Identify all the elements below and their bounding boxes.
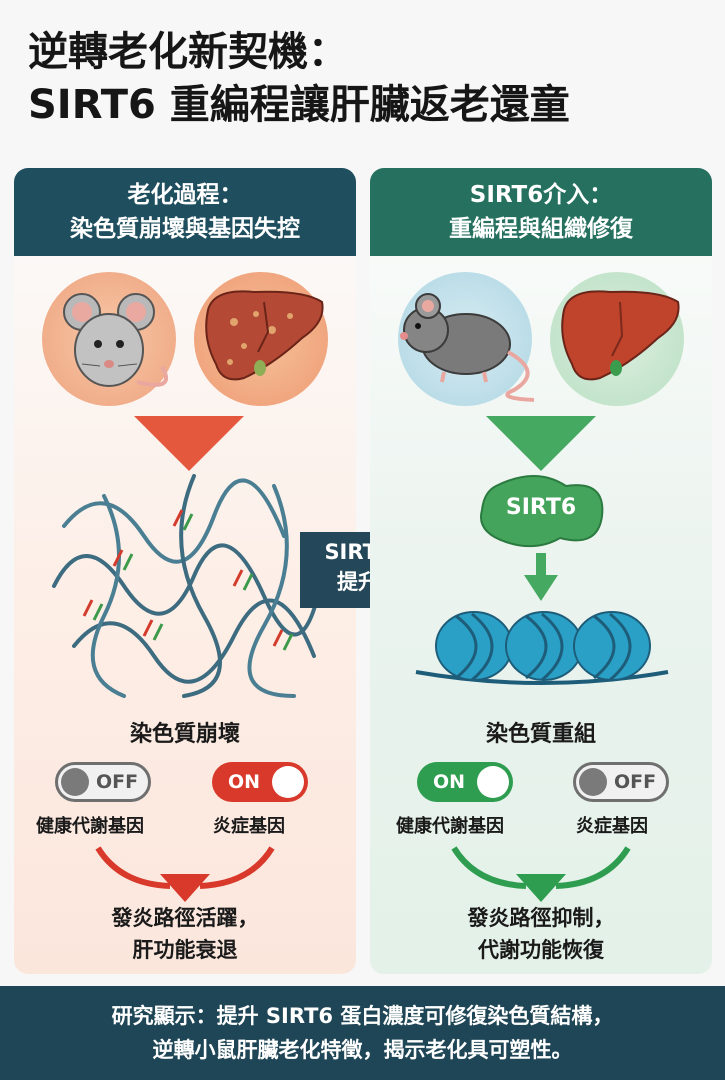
metabolic-gene-label: 健康代謝基因 bbox=[396, 816, 504, 837]
inflammation-gene-label: 炎症基因 bbox=[213, 816, 285, 837]
old-mouse-icon bbox=[63, 293, 169, 387]
sirt6-result-line-1: 發炎路徑抑制， bbox=[467, 906, 615, 930]
metabolic-gene-toggle: ON bbox=[417, 762, 513, 802]
title-line-1: 逆轉老化新契機： bbox=[28, 29, 348, 75]
metabolic-gene-label: 健康代謝基因 bbox=[36, 816, 144, 837]
findings-footer: 研究顯示：提升 SIRT6 蛋白濃度可修復染色質結構， 逆轉小鼠肝臟老化特徵，揭… bbox=[0, 986, 725, 1080]
sirt6-panel: SIRT6介入： 重編程與組織修復 SIRT6 bbox=[370, 168, 712, 974]
aging-result-line-1: 發炎路徑活躍， bbox=[111, 906, 259, 930]
toggle-knob bbox=[61, 768, 89, 796]
inflammation-gene-label: 炎症基因 bbox=[576, 816, 648, 837]
nucleosome-chromatin-icon bbox=[415, 611, 669, 685]
toggle-state: ON bbox=[228, 771, 261, 793]
footer-line-1: 研究顯示：提升 SIRT6 蛋白濃度可修復染色質結構， bbox=[111, 1004, 614, 1028]
aging-header-line-1: 老化過程： bbox=[127, 182, 243, 208]
aging-header-line-2: 染色質崩壞與基因失控 bbox=[70, 216, 300, 242]
toggle-state: OFF bbox=[614, 771, 657, 793]
aging-result: 發炎路徑活躍， 肝功能衰退 bbox=[14, 902, 356, 966]
inflammation-gene-toggle: OFF bbox=[573, 762, 669, 802]
sirt6-result: 發炎路徑抑制， 代謝功能恢復 bbox=[370, 902, 712, 966]
inflammation-gene-toggle: ON bbox=[212, 762, 308, 802]
sirt6-header-line-2: 重編程與組織修復 bbox=[449, 216, 633, 242]
broken-chromatin-icon bbox=[52, 474, 326, 698]
young-mouse-icon bbox=[400, 293, 535, 402]
down-arrow-small-icon bbox=[524, 553, 558, 601]
footer-line-2: 逆轉小鼠肝臟老化特徵，揭示老化具可塑性。 bbox=[152, 1038, 573, 1062]
toggle-knob bbox=[272, 766, 304, 798]
aging-panel-header: 老化過程： 染色質崩壞與基因失控 bbox=[14, 168, 356, 256]
sirt6-protein-shape bbox=[480, 475, 604, 548]
title-line-2: SIRT6 重編程讓肝臟返老還童 bbox=[28, 82, 570, 128]
down-arrow-icon bbox=[486, 416, 596, 471]
sirt6-protein-label: SIRT6 bbox=[505, 495, 577, 520]
chromatin-reorg-label: 染色質重組 bbox=[485, 722, 596, 747]
merge-arrow-icon bbox=[451, 846, 631, 902]
sirt6-panel-header: SIRT6介入： 重編程與組織修復 bbox=[370, 168, 712, 256]
damaged-liver-icon bbox=[205, 290, 324, 381]
chromatin-collapse-label: 染色質崩壞 bbox=[129, 722, 240, 747]
toggle-state: ON bbox=[433, 771, 466, 793]
healthy-liver-icon bbox=[561, 290, 680, 381]
aging-result-line-2: 肝功能衰退 bbox=[132, 938, 238, 962]
sirt6-result-line-2: 代謝功能恢復 bbox=[478, 938, 604, 962]
merge-arrow-icon bbox=[95, 846, 275, 902]
down-arrow-icon bbox=[134, 416, 244, 471]
toggle-knob bbox=[579, 768, 607, 796]
sirt6-header-line-1: SIRT6介入： bbox=[469, 182, 613, 208]
toggle-state: OFF bbox=[96, 771, 139, 793]
aging-panel: 老化過程： 染色質崩壞與基因失控 bbox=[14, 168, 356, 974]
metabolic-gene-toggle: OFF bbox=[55, 762, 151, 802]
page-title: 逆轉老化新契機： SIRT6 重編程讓肝臟返老還童 bbox=[28, 26, 708, 132]
toggle-knob bbox=[477, 766, 509, 798]
